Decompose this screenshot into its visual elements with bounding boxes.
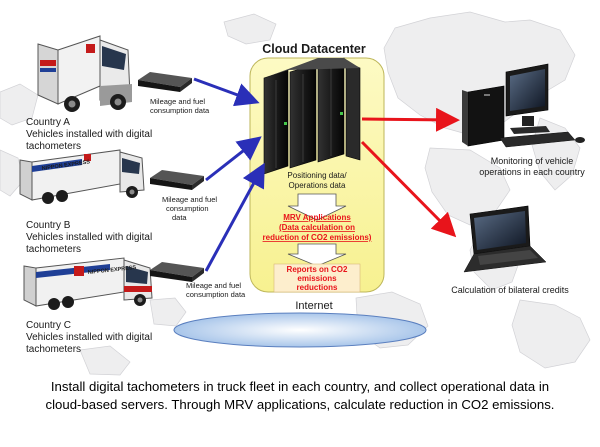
down-arrow-1 <box>287 193 347 221</box>
country-b-desc-line1: Vehicles installed with digital <box>26 232 152 243</box>
country-c-desc-line1: Vehicles installed with digital <box>26 332 152 343</box>
bilateral-credits-label: Calculation of bilateral credits <box>451 285 569 295</box>
data-label-a-line2: consumption data <box>150 106 210 115</box>
mrv-applications-line3: reduction of CO2 emissions) <box>263 233 372 242</box>
internet-ellipse <box>173 312 427 348</box>
country-a-desc-line2: tachometers <box>26 141 81 152</box>
data-label-b-line3: data <box>172 213 187 222</box>
tachometer-device-c <box>150 262 204 282</box>
positioning-data-line1: Positioning data/ <box>287 171 347 180</box>
caption-line-1: Install digital tachometers in truck fle… <box>50 379 550 394</box>
caption: Install digital tachometers in truck fle… <box>8 378 592 414</box>
truck-c-brand-label: NIPPON EXPRESS <box>88 265 137 276</box>
country-c-desc-line2: tachometers <box>26 344 81 355</box>
reports-line2: emissions <box>297 274 337 283</box>
reports-line3: reductions <box>297 283 338 292</box>
country-c-name: Country C <box>26 320 71 331</box>
server-rack <box>263 57 361 175</box>
truck-a <box>37 35 132 112</box>
arrow-cloud-to-monitor <box>361 107 460 132</box>
monitoring-label-line1: Monitoring of vehicle <box>491 156 574 166</box>
laptop-computer <box>463 205 547 273</box>
desktop-computer <box>462 63 585 148</box>
positioning-data-line2: Operations data <box>289 181 346 190</box>
caption-line-2: cloud-based servers. Through MRV applica… <box>45 397 555 412</box>
truck-b <box>19 149 145 204</box>
arrow-a-to-cloud <box>193 77 260 107</box>
down-arrow-2 <box>287 243 347 267</box>
monitoring-label-line2: operations in each country <box>479 167 585 177</box>
data-label-c-line1: Mileage and fuel <box>186 281 241 290</box>
truck-c <box>23 257 153 310</box>
country-a-name: Country A <box>26 117 70 128</box>
mrv-applications-title: MRV Applications <box>283 213 351 222</box>
country-b-desc-line2: tachometers <box>26 244 81 255</box>
reports-box <box>273 263 361 293</box>
reports-line1: Reports on CO2 <box>287 265 348 274</box>
map-background <box>0 11 591 376</box>
data-label-c-line2: consumption data <box>186 290 246 299</box>
data-label-b-line2: consumption <box>166 204 209 213</box>
data-label-b-line1: Mileage and fuel <box>162 195 217 204</box>
arrow-b-to-cloud <box>205 136 262 182</box>
arrow-c-to-cloud <box>204 162 265 272</box>
mrv-applications-line2: (Data calculation on <box>279 223 355 232</box>
data-label-a-line1: Mileage and fuel <box>150 97 205 106</box>
datacenter-title: Cloud Datacenter <box>262 42 366 56</box>
tachometer-device-b <box>150 170 204 190</box>
internet-label: Internet <box>295 300 332 312</box>
country-a-desc-line1: Vehicles installed with digital <box>26 129 152 140</box>
arrow-cloud-to-credits <box>360 140 457 238</box>
tachometer-device-a <box>138 72 192 92</box>
country-b-name: Country B <box>26 220 71 231</box>
